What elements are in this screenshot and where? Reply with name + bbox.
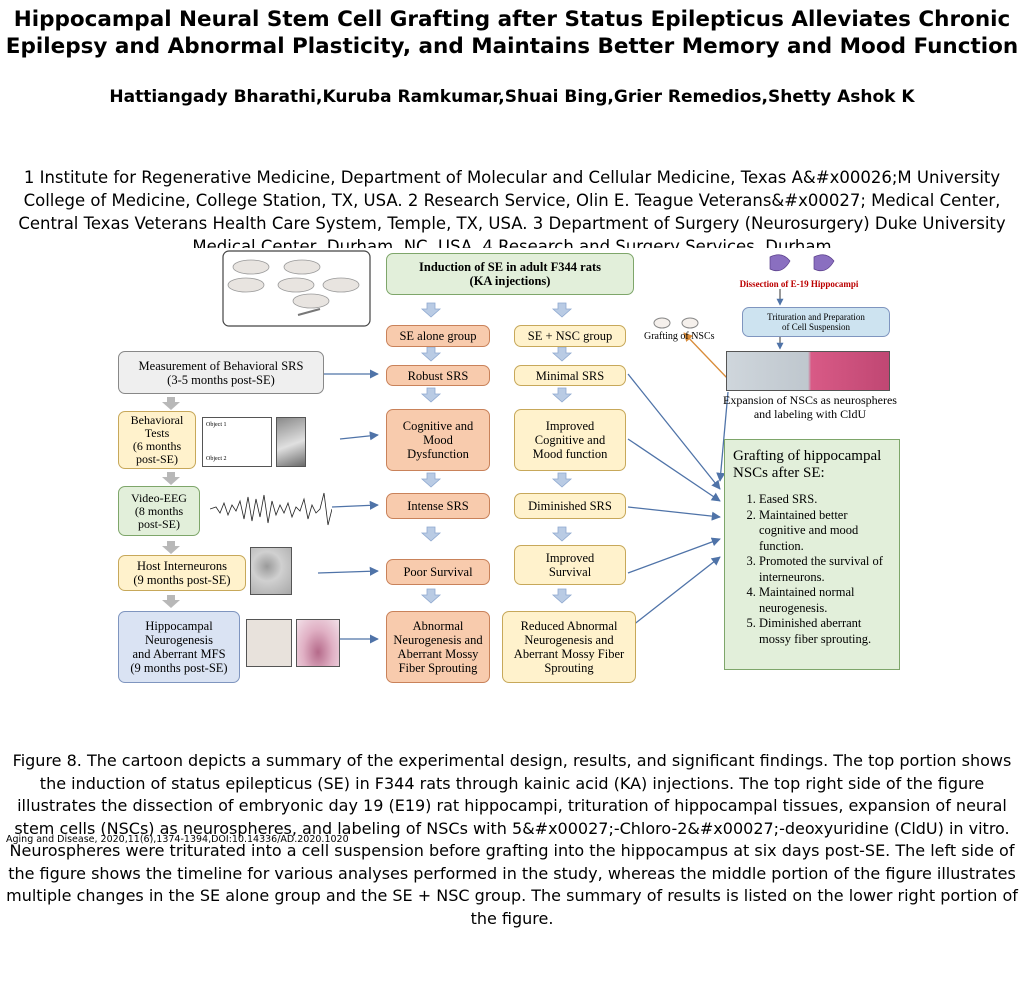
finding-item-5: Diminished aberrant mossy fiber sproutin… (759, 616, 891, 647)
timeline-0-line2: (3-5 months post-SE) (167, 372, 275, 387)
timeline-video-eeg: Video-EEG (8 months post-SE) (118, 486, 200, 536)
timeline-4-line2: Neurogenesis (144, 633, 214, 647)
timeline-4-line3: and Aberrant MFS (132, 647, 226, 661)
figure-caption: Figure 8. The cartoon depicts a summary … (6, 751, 1018, 928)
timeline-behavioral-tests: Behavioral Tests (6 months post-SE) (118, 411, 196, 469)
expansion-line2: and labeling with CldU (753, 407, 867, 421)
trituration-box: Trituration and Preparation of Cell Susp… (742, 307, 890, 337)
induction-line1: Induction of SE in adult F344 rats (419, 260, 601, 274)
se-nsc-result-5: Reduced Abnormal Neurogenesis and Aberra… (502, 611, 636, 683)
timeline-0-line1: Measurement of Behavioral SRS (138, 358, 304, 373)
se-nsc-result-4: Improved Survival (514, 545, 626, 585)
findings-list: Eased SRS. Maintained better cognitive a… (733, 492, 891, 647)
neurogenesis-photo-1 (246, 619, 292, 667)
affiliations: 1 Institute for Regenerative Medicine, D… (18, 168, 1006, 248)
object1-label: Object 1 (206, 422, 227, 428)
se-alone-result-4: Poor Survival (386, 559, 490, 585)
findings-title: Grafting of hippocampal NSCs after SE: (733, 448, 882, 481)
findings-summary-box: Grafting of hippocampal NSCs after SE: E… (724, 439, 900, 670)
se-nsc-result-2: Improved Cognitive and Mood function (514, 409, 626, 471)
se-nsc-result-1: Minimal SRS (514, 365, 626, 386)
se-alone-result-5: Abnormal Neurogenesis and Aberrant Mossy… (386, 611, 490, 683)
object2-label: Object 2 (206, 456, 227, 462)
interneuron-photo (250, 547, 292, 595)
finding-item-4: Maintained normal neurogenesis. (759, 585, 891, 616)
se-nsc-result-3: Diminished SRS (514, 493, 626, 519)
se-alone-result-3: Intense SRS (386, 493, 490, 519)
timeline-2-line1: Video-EEG (131, 490, 187, 505)
se-alone-result-2: Cognitive and Mood Dysfunction (386, 409, 490, 471)
eeg-trace (210, 492, 332, 526)
timeline-neurogenesis: Hippocampal Neurogenesis and Aberrant MF… (118, 611, 240, 683)
author-list: Hattiangady Bharathi,Kuruba Ramkumar,Shu… (109, 87, 915, 107)
finding-item-2: Maintained better cognitive and mood fun… (759, 508, 891, 555)
induction-box: Induction of SE in adult F344 rats (KA i… (386, 253, 634, 295)
timeline-behavioral-srs: Measurement of Behavioral SRS (3-5 month… (118, 351, 324, 394)
timeline-4-line1: Hippocampal (145, 619, 213, 633)
neurogenesis-photo-2 (296, 619, 340, 667)
timeline-1-line3: (6 months (132, 439, 182, 453)
timeline-3-line2: (9 months post-SE) (133, 573, 231, 587)
finding-item-3: Promoted the survival of interneurons. (759, 554, 891, 585)
induction-line2: (KA injections) (469, 274, 551, 288)
rat-photo (276, 417, 306, 467)
journal-citation: Aging and Disease, 2020,11(6),1374-1394,… (6, 834, 349, 845)
grafting-nscs-label: Grafting of NSCs (644, 331, 715, 342)
timeline-2-line2: (8 months (134, 503, 184, 518)
object-test-panel: Object 1 Object 2 (202, 417, 272, 467)
timeline-3-line1: Host Interneurons (137, 559, 227, 573)
timeline-4-line4: (9 months post-SE) (130, 661, 228, 675)
se-nsc-header: SE + NSC group (514, 325, 626, 347)
timeline-1-line1: Behavioral (130, 413, 184, 427)
timeline-host-interneurons: Host Interneurons (9 months post-SE) (118, 555, 246, 591)
paper-title: Hippocampal Neural Stem Cell Grafting af… (5, 7, 1019, 59)
expansion-label: Expansion of NSCs as neurospheres and la… (712, 393, 908, 421)
se-alone-header: SE alone group (386, 325, 490, 347)
figure-connectors (162, 250, 835, 644)
trituration-line2: of Cell Suspension (781, 322, 850, 332)
figure-8-schematic: Induction of SE in adult F344 rats (KA i… (106, 249, 910, 693)
neurosphere-photo (726, 351, 890, 391)
timeline-1-line2: Tests (144, 426, 170, 440)
trituration-line1: Trituration and Preparation (767, 312, 865, 322)
finding-item-1: Eased SRS. (759, 492, 891, 508)
se-alone-result-1: Robust SRS (386, 365, 490, 386)
timeline-2-line3: post-SE) (138, 516, 180, 531)
timeline-1-line4: post-SE) (136, 452, 178, 466)
expansion-line1: Expansion of NSCs as neurospheres (723, 393, 897, 407)
dissection-label: Dissection of E-19 Hippocampi (739, 279, 859, 289)
